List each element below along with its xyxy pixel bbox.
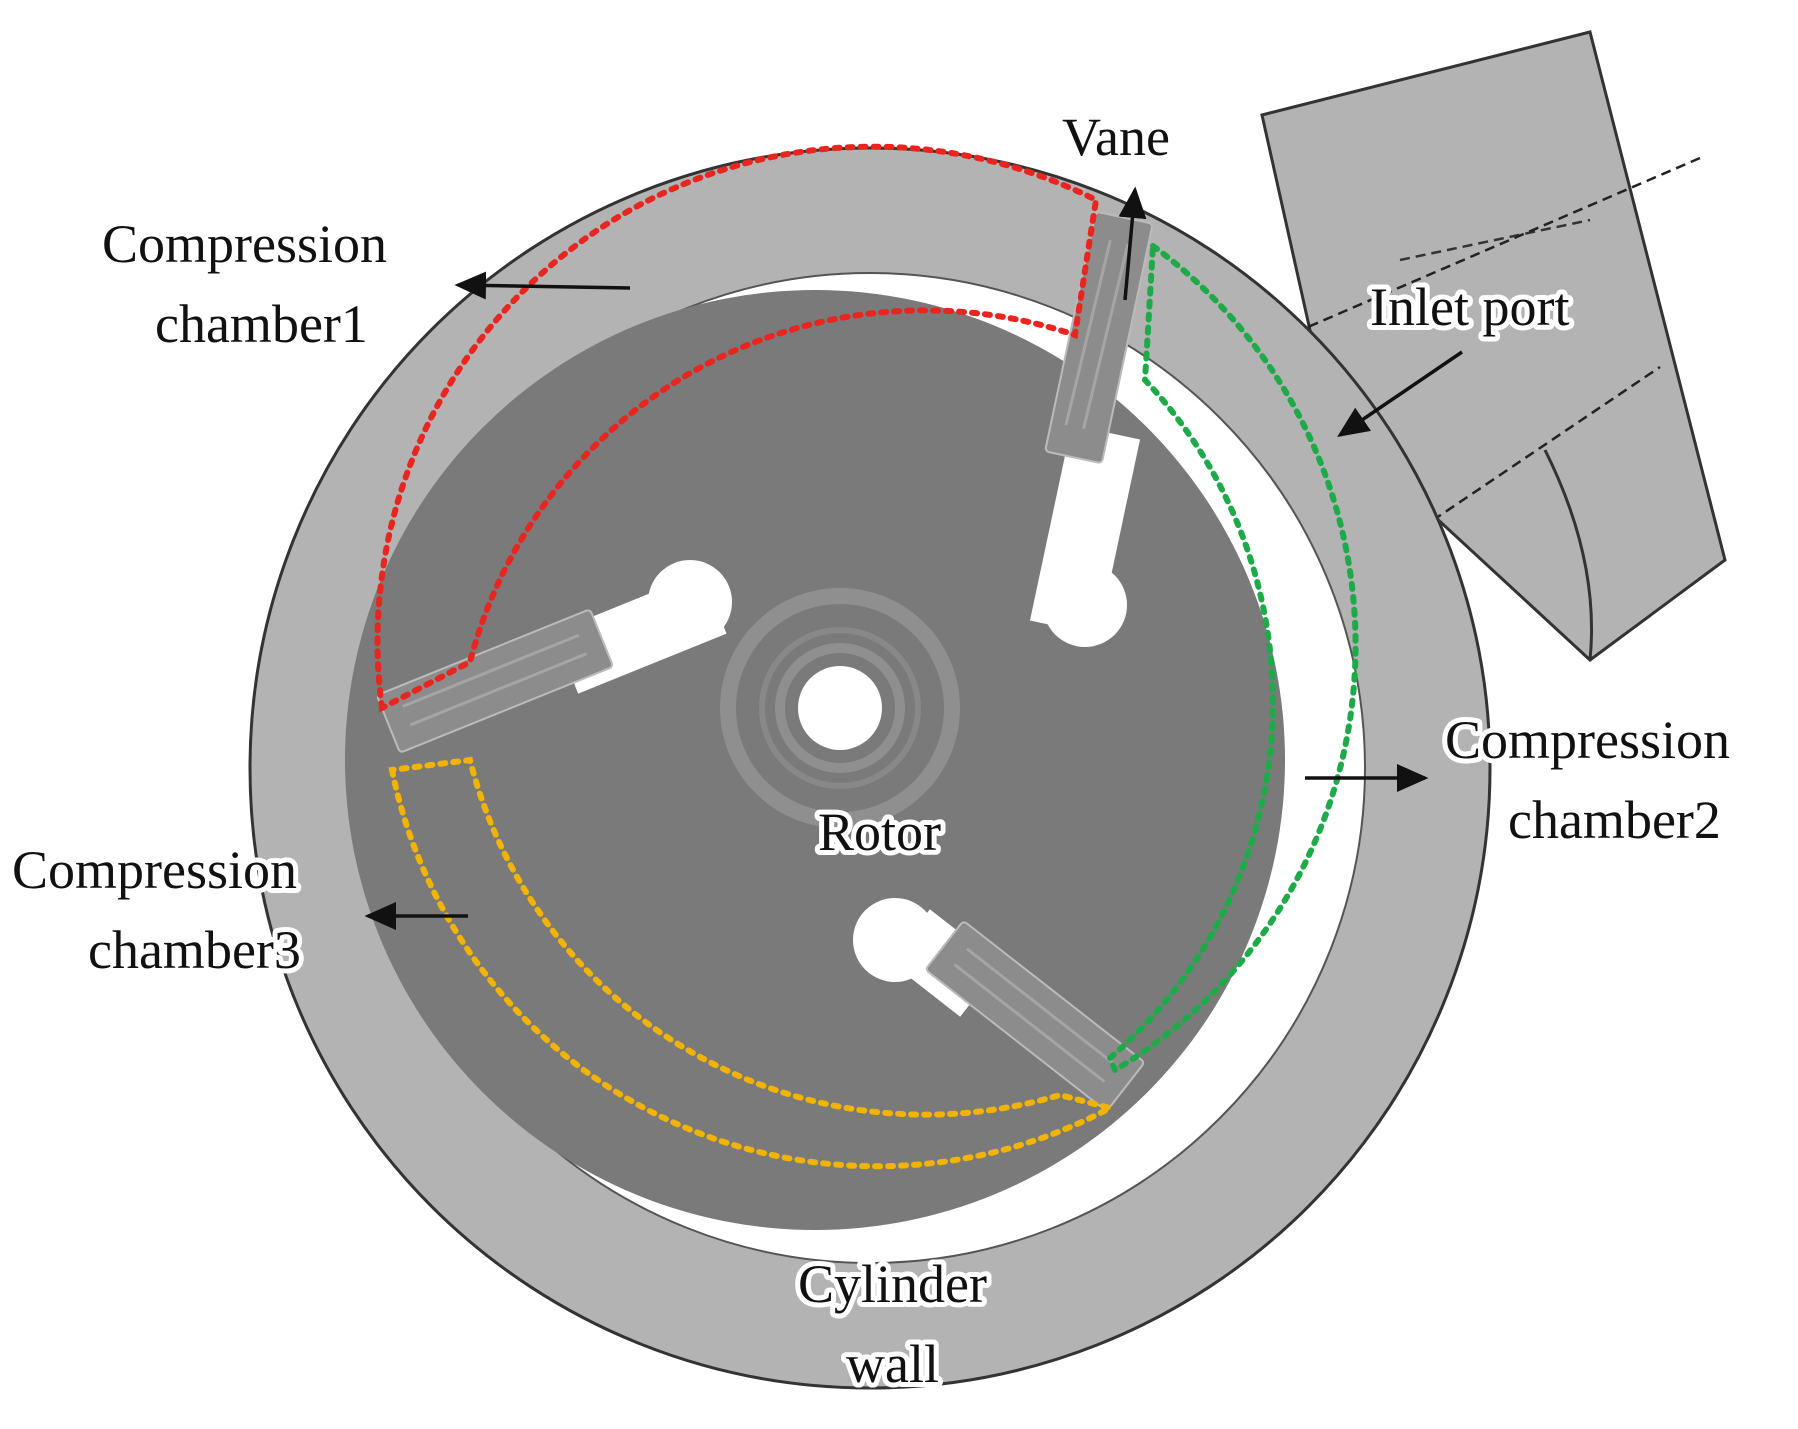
vane-slot-left (376, 560, 732, 753)
rotor-label: Rotor (818, 802, 941, 862)
inlet-port-label: Inlet port (1370, 277, 1569, 337)
chamber3-label-line1: Compression (12, 840, 297, 900)
chamber1-label-line1: Compression (102, 214, 387, 274)
cylinder-wall-label-line1: Cylinder (798, 1254, 987, 1314)
chamber3-outline (388, 756, 1119, 1170)
vane-label: Vane (1062, 107, 1170, 167)
cylinder-wall-label-line2: wall (846, 1334, 939, 1394)
chamber2-label-line1: Compression (1445, 710, 1730, 770)
vane-slot-top (1029, 211, 1153, 647)
shaft-bore (798, 666, 882, 750)
chamber3-label-line2: chamber3 (88, 920, 301, 980)
vane-bottom (925, 921, 1145, 1111)
chamber2-outline (1106, 240, 1359, 1075)
chamber1-arrow (454, 271, 631, 300)
chamber2-label-line2: chamber2 (1508, 790, 1721, 850)
chamber1-outline (374, 143, 1100, 713)
rotor-hub (720, 588, 960, 828)
inlet-port-arrow (1337, 350, 1463, 437)
vane-slot-bottom (853, 898, 1145, 1111)
vane-arrow (1118, 186, 1147, 301)
chamber1-label-line2: chamber1 (155, 294, 368, 354)
